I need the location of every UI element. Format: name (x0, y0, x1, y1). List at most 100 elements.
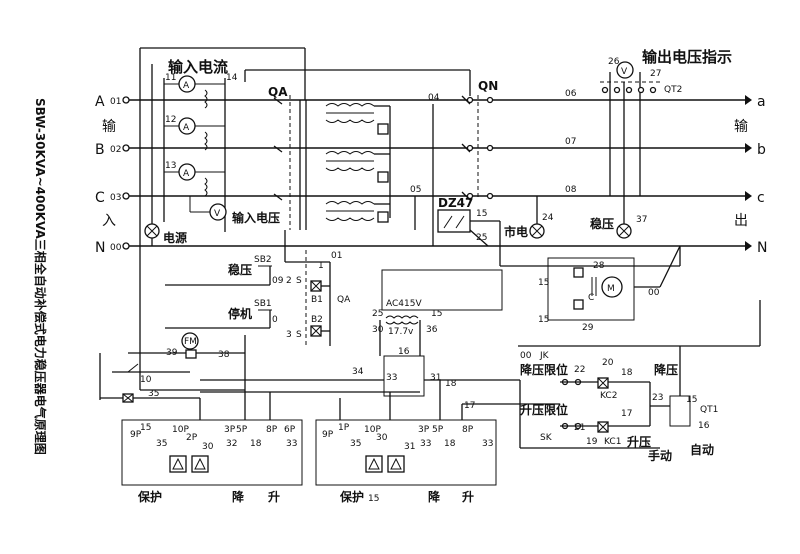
svg-text:33: 33 (420, 439, 431, 449)
svg-text:QT1: QT1 (700, 405, 718, 415)
svg-text:15: 15 (538, 315, 549, 325)
svg-text:04: 04 (428, 93, 440, 103)
output-side-char-2: 出 (734, 213, 748, 229)
svg-text:9P: 9P (130, 430, 142, 440)
svg-text:SB1: SB1 (254, 299, 272, 309)
protect-label-2: 保护 (339, 489, 364, 504)
output-wire-a: 06 (565, 89, 577, 99)
svg-text:2P: 2P (186, 433, 198, 443)
input-side-char-2: 入 (102, 213, 116, 229)
svg-text:SK: SK (540, 433, 553, 443)
input-wire-n: 00 (110, 243, 122, 253)
protect-label-1: 保护 (137, 489, 162, 504)
svg-text:18: 18 (250, 439, 262, 449)
svg-text:27: 27 (650, 69, 661, 79)
svg-text:3P: 3P (224, 425, 236, 435)
control-transformer: 25 AC415V 15 30 17.7v 36 16 33 34 31 18 … (200, 269, 520, 411)
controller-board-1: 9P 15 35 10P 2P 30 3P 5P 32 18 8P 6P 33 … (121, 419, 303, 504)
svg-text:1P: 1P (338, 423, 350, 433)
svg-text:01: 01 (331, 251, 342, 261)
svg-text:DZ47: DZ47 (438, 196, 473, 210)
output-side-char-1: 输 (734, 119, 748, 135)
fan-icon (181, 332, 199, 350)
svg-text:15: 15 (538, 278, 549, 288)
svg-text:0: 0 (272, 315, 278, 325)
svg-text:B2: B2 (311, 315, 323, 325)
ac-supply-label: AC415V (386, 299, 422, 309)
svg-text:33: 33 (386, 373, 397, 383)
svg-text:V: V (621, 67, 628, 77)
board-wiring (140, 246, 681, 420)
svg-text:S: S (296, 330, 302, 340)
svg-text:38: 38 (218, 350, 230, 360)
start-stop-section: 稳压 SB2 09 2 S 1 B1 停机 SB1 0 3 S B2 QA 01 (165, 230, 351, 346)
svg-text:34: 34 (352, 367, 364, 377)
svg-text:15: 15 (686, 395, 697, 405)
svg-text:10P: 10P (364, 425, 381, 435)
svg-text:12: 12 (165, 115, 176, 125)
svg-text:A: A (183, 169, 190, 179)
svg-text:18: 18 (444, 439, 456, 449)
svg-text:B1: B1 (311, 295, 323, 305)
controller-board-2: 9P 1P 35 10P 30 31 3P 5P 33 18 8P 33 保护 … (315, 419, 497, 504)
svg-text:35: 35 (156, 439, 167, 449)
up-label-2: 升 (462, 489, 474, 504)
svg-text:15: 15 (368, 494, 379, 504)
svg-text:3P: 3P (418, 425, 430, 435)
svg-text:19: 19 (586, 437, 598, 447)
svg-text:33: 33 (482, 439, 493, 449)
svg-text:KC2: KC2 (600, 391, 617, 401)
svg-text:20: 20 (602, 358, 614, 368)
svg-text:35: 35 (350, 439, 361, 449)
step-up-limit-label: 升压限位 (520, 402, 568, 417)
input-wire-b: 02 (110, 145, 121, 155)
output-neutral: N (757, 240, 767, 256)
manual-label: 手动 (648, 448, 672, 463)
svg-text:QA: QA (268, 85, 288, 99)
svg-text:KC1: KC1 (604, 437, 621, 447)
input-side-char-1: 输 (102, 119, 116, 135)
fan-section: FM 39 38 10 35 (99, 332, 246, 403)
svg-text:31: 31 (430, 373, 441, 383)
input-wire-a: 01 (110, 97, 121, 107)
svg-text:1: 1 (318, 261, 324, 271)
svg-text:05: 05 (410, 185, 421, 195)
up-label-1: 升 (268, 489, 280, 504)
svg-text:17: 17 (621, 409, 632, 419)
svg-text:11: 11 (165, 73, 176, 83)
power-label: 电源 (163, 230, 187, 245)
svg-text:A: A (183, 123, 190, 133)
mains-label: 市电 (504, 224, 528, 239)
svg-text:25: 25 (372, 309, 383, 319)
svg-text:SB2: SB2 (254, 255, 272, 265)
svg-text:29: 29 (582, 323, 594, 333)
svg-text:S: S (296, 276, 302, 286)
svg-text:30: 30 (202, 442, 214, 452)
svg-text:00: 00 (520, 351, 532, 361)
svg-text:17: 17 (464, 401, 475, 411)
svg-text:10P: 10P (172, 425, 189, 435)
svg-text:QN: QN (478, 79, 498, 93)
svg-text:18: 18 (621, 368, 633, 378)
output-phase-a: a (757, 94, 766, 110)
svg-text:QA: QA (337, 295, 351, 305)
step-down-limit-label: 降压限位 (520, 362, 568, 377)
stop-label: 停机 (228, 306, 252, 321)
limit-relay-section: JK 00 降压限位 22 20 KC2 18 降压 升压限位 21 SK 19… (518, 300, 761, 463)
svg-text:35: 35 (148, 389, 159, 399)
input-voltage-label: 输入电压 (232, 210, 280, 225)
svg-text:32: 32 (226, 439, 237, 449)
svg-text:18: 18 (445, 379, 457, 389)
svg-text:16: 16 (698, 421, 710, 431)
svg-text:5P: 5P (236, 425, 248, 435)
diagram-title: SBW-30KVA~400KVA三相全自动补偿式电力稳压器电气原理图 (33, 98, 48, 455)
input-terminals: A 01 输 B 02 C 03 入 N 00 (95, 94, 130, 256)
svg-text:15: 15 (476, 209, 487, 219)
motor-section: 28 29 M C 00 15 15 (538, 245, 681, 333)
output-phase-c: c (757, 190, 765, 206)
svg-text:FM: FM (184, 337, 197, 347)
svg-text:36: 36 (426, 325, 438, 335)
svg-text:3: 3 (286, 330, 292, 340)
main-bus (128, 95, 752, 251)
